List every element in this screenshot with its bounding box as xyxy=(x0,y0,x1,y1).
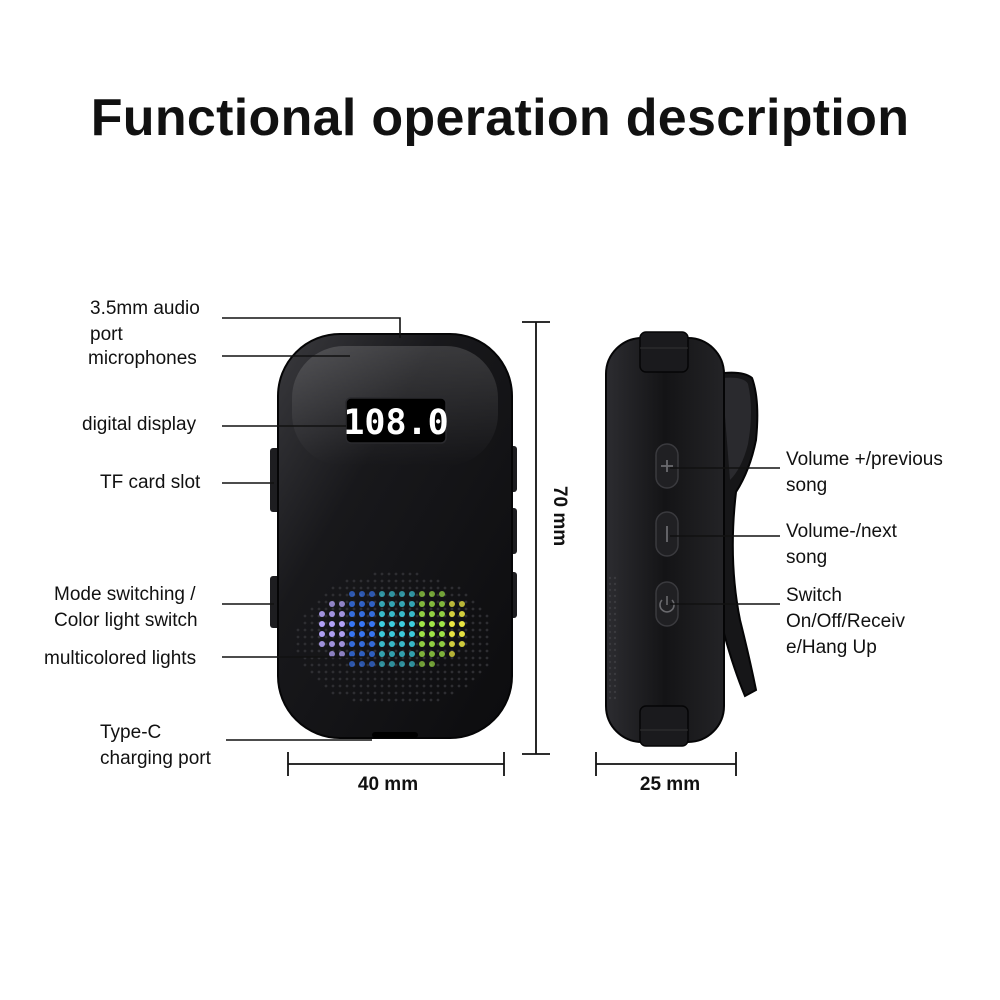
dimension-width: 40 mm xyxy=(358,774,418,795)
label-mode-switching: Mode switching /Color light switch xyxy=(54,584,198,631)
label-multicolored-lights: multicolored lights xyxy=(44,648,197,669)
label-microphones: microphones xyxy=(88,348,197,369)
device-front: 108.0 xyxy=(270,333,517,739)
digital-display-value: 108.0 xyxy=(343,403,448,443)
leader-audio-port xyxy=(222,317,401,338)
device-side xyxy=(605,331,759,747)
side-grille xyxy=(608,576,617,700)
label-tf-card-slot: TF card slot xyxy=(100,472,201,493)
page-title: Functional operation description xyxy=(90,89,910,147)
dimension-lines xyxy=(287,321,737,776)
plus-icon xyxy=(661,460,673,472)
label-digital-display: digital display xyxy=(82,414,197,435)
dimension-height: 70 mm xyxy=(549,486,570,546)
dimension-depth: 25 mm xyxy=(640,774,700,795)
multicolored-lights xyxy=(319,591,465,667)
callout-lines xyxy=(222,317,780,741)
